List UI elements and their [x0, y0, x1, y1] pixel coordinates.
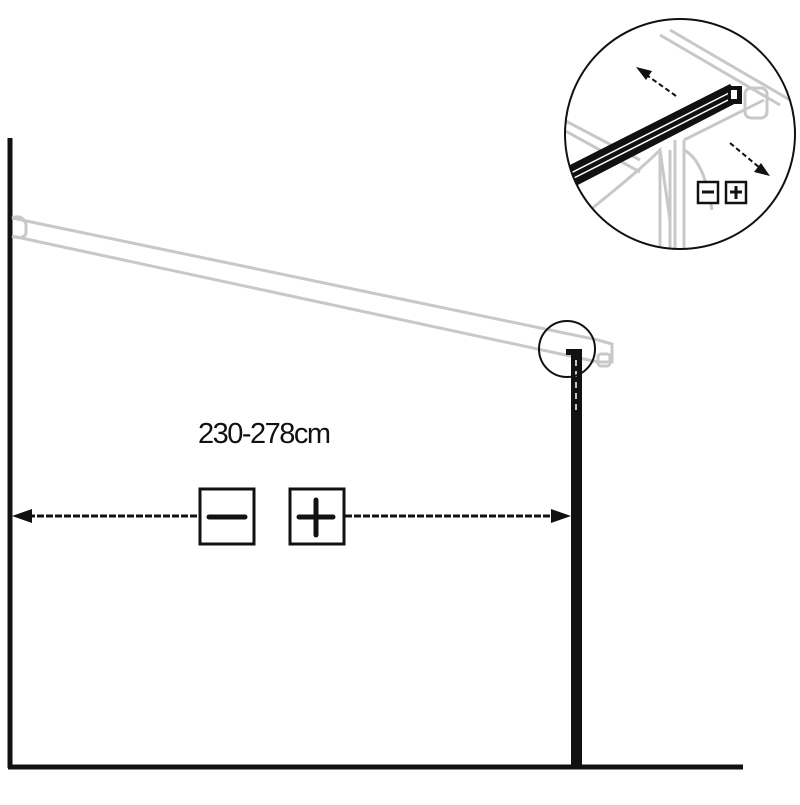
arrow-up-left-icon — [636, 67, 652, 80]
beam — [11, 215, 614, 368]
detail-marker-circle — [538, 320, 596, 378]
arrow-right-icon — [551, 509, 571, 523]
arrow-left-icon — [12, 509, 32, 523]
dimension-label: 230-278cm — [198, 418, 331, 450]
plus-box-icon — [288, 487, 346, 546]
detail-callout — [564, 18, 796, 250]
dimension-line — [12, 509, 571, 523]
arrow-down-right-icon — [754, 163, 770, 176]
post — [566, 349, 582, 768]
minus-box-icon — [198, 487, 256, 546]
